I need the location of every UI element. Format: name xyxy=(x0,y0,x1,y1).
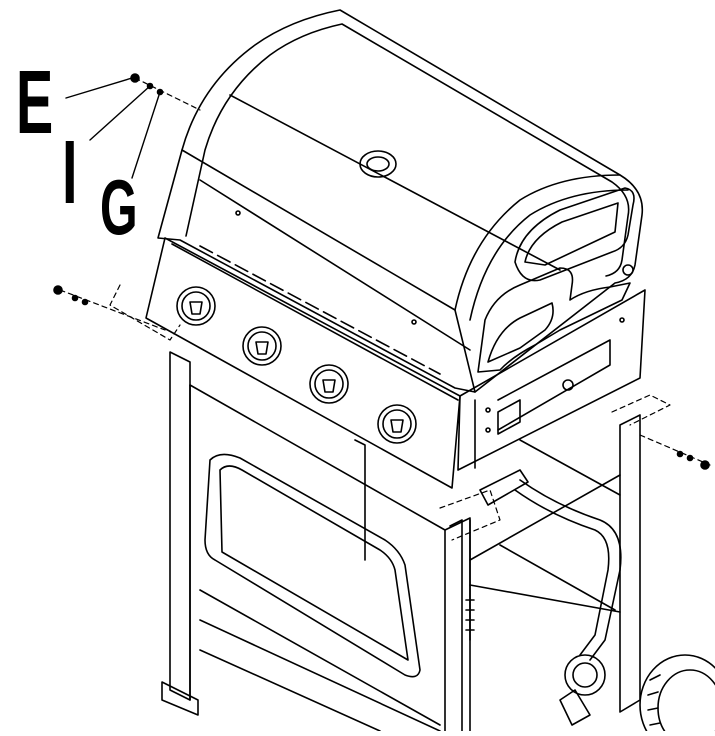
grill-lid xyxy=(157,9,644,393)
hardware-guides xyxy=(59,77,711,541)
thermometer-ring xyxy=(359,150,397,178)
callout-leaders xyxy=(65,77,161,179)
burner-knob-4 xyxy=(377,404,417,444)
firebox-side xyxy=(457,289,646,471)
gas-hose-regulator xyxy=(465,469,622,726)
regulator-dial xyxy=(564,654,606,696)
callout-label-e: E xyxy=(16,53,54,153)
cart-wheel xyxy=(639,654,715,736)
callout-label-g: G xyxy=(100,163,138,251)
burner-knob-2 xyxy=(242,326,282,366)
screws-and-washers xyxy=(53,73,710,470)
control-panel xyxy=(145,237,461,489)
cart-frame xyxy=(161,351,641,732)
burner-knob-1 xyxy=(176,286,216,326)
callout-label-i: I xyxy=(62,123,78,223)
burner-knob-3 xyxy=(309,364,349,404)
